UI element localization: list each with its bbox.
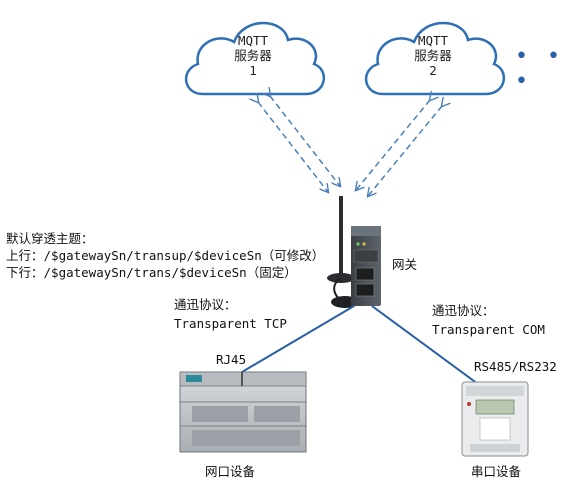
mqtt-server-1-cloud xyxy=(185,21,326,96)
topic-up-path: /$gatewaySn/transup/$deviceSn xyxy=(43,248,262,263)
topic-up-note: （可修改） xyxy=(261,248,325,263)
right-port-label: RS485/RS232 xyxy=(474,359,557,374)
topic-down-prefix: 下行： xyxy=(6,265,44,280)
link-gateway-serial-device xyxy=(371,305,479,385)
left-port-label: RJ45 xyxy=(216,352,247,367)
mqtt-server-1-line3: 1 xyxy=(249,63,257,78)
network-device-caption: 网口设备 xyxy=(205,464,256,479)
topic-up-prefix: 上行： xyxy=(6,248,44,263)
topic-up-line: 上行：/$gatewaySn/transup/$deviceSn（可修改） xyxy=(6,248,324,264)
left-protocol-name: Transparent TCP xyxy=(174,316,287,331)
topics-heading: 默认穿透主题： xyxy=(6,231,94,246)
serial-device-meter xyxy=(461,381,529,457)
topic-down-note: （固定） xyxy=(246,265,297,280)
mqtt-server-1-line2: 服务器 xyxy=(234,48,272,63)
link-cloud1-gateway xyxy=(258,96,340,192)
link-cloud2-gateway xyxy=(356,100,442,196)
more-servers-indicator: • • • xyxy=(515,44,566,94)
mqtt-server-1-label: MQTT 服务器 1 xyxy=(208,33,298,78)
left-protocol-heading: 通迅协议： xyxy=(174,297,237,312)
mqtt-server-1-line1: MQTT xyxy=(237,33,269,48)
right-protocol-heading: 通迅协议： xyxy=(432,303,495,318)
mqtt-server-2-line2: 服务器 xyxy=(414,48,452,63)
right-protocol-name: Transparent COM xyxy=(432,322,545,337)
network-device-plc xyxy=(179,371,307,453)
mqtt-server-2-cloud xyxy=(365,21,506,96)
mqtt-server-2-line3: 2 xyxy=(429,63,437,78)
topic-down-path: /$gatewaySn/trans/$deviceSn xyxy=(43,265,247,280)
mqtt-server-2-label: MQTT 服务器 2 xyxy=(388,33,478,78)
gateway-label: 网关 xyxy=(392,257,418,272)
gateway-device xyxy=(327,196,381,308)
serial-device-caption: 串口设备 xyxy=(471,464,522,479)
mqtt-server-2-line1: MQTT xyxy=(417,33,449,48)
link-gateway-network-device xyxy=(241,305,355,373)
topic-down-line: 下行：/$gatewaySn/trans/$deviceSn（固定） xyxy=(6,265,297,281)
